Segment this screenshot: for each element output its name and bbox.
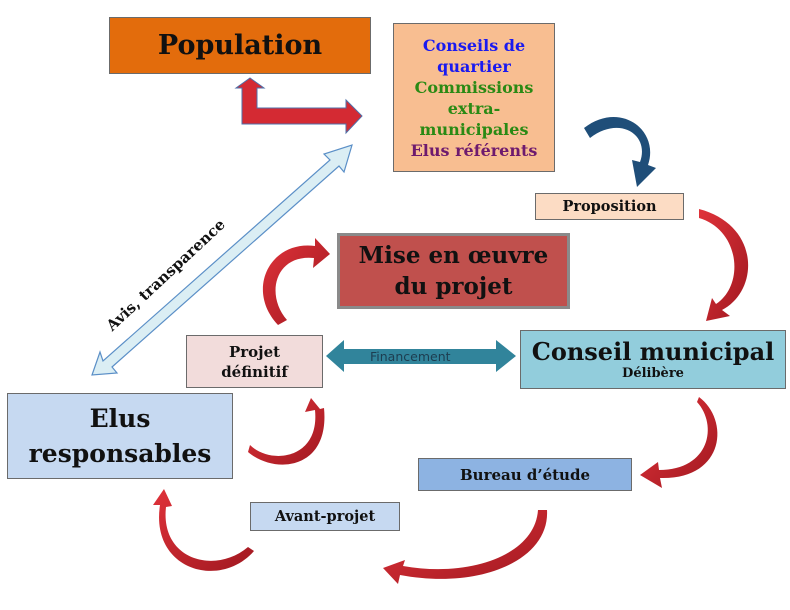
node-elus-responsables: Elus responsables bbox=[7, 393, 233, 479]
curve-arrow-projet-mise bbox=[262, 238, 330, 325]
mise-line-2: du projet bbox=[394, 273, 513, 300]
curve-arrow-bureau-avant bbox=[383, 510, 548, 584]
node-bureau-etude: Bureau d’étude bbox=[418, 458, 632, 491]
elus-line-1: Elus bbox=[89, 404, 151, 433]
conseils-line-2: quartier bbox=[437, 56, 511, 76]
curve-arrow-elus-projet bbox=[248, 398, 325, 465]
node-population: Population bbox=[109, 17, 371, 74]
conseil-mun-subtitle: Délibère bbox=[622, 365, 684, 381]
node-mise-en-oeuvre: Mise en œuvre du projet bbox=[337, 233, 570, 309]
conseils-line-6: Elus référents bbox=[410, 140, 538, 160]
node-proposition-label: Proposition bbox=[562, 198, 657, 215]
double-arrow-financement bbox=[326, 340, 516, 372]
conseil-mun-title: Conseil municipal bbox=[531, 336, 775, 366]
node-conseil-municipal: Conseil municipal Délibère bbox=[520, 330, 786, 389]
node-avant-projet: Avant-projet bbox=[250, 502, 400, 531]
edge-label-financement: Financement bbox=[370, 349, 451, 364]
conseils-line-3: Commissions bbox=[414, 77, 534, 97]
node-bureau-label: Bureau d’étude bbox=[460, 465, 590, 484]
curve-arrow-conseils-proposition bbox=[584, 116, 656, 187]
bent-arrow-population-conseils bbox=[234, 77, 363, 135]
elus-line-2: responsables bbox=[28, 439, 212, 468]
node-proposition: Proposition bbox=[535, 193, 684, 220]
conseils-line-5: municipales bbox=[419, 119, 529, 139]
curve-arrow-avant-elus bbox=[153, 489, 254, 571]
node-population-label: Population bbox=[157, 30, 323, 61]
projet-def-line-1: Projet bbox=[228, 342, 281, 361]
node-avant-label: Avant-projet bbox=[274, 508, 376, 525]
conseils-line-1: Conseils de bbox=[422, 35, 526, 55]
mise-line-1: Mise en œuvre bbox=[358, 242, 549, 269]
double-arrow-avis bbox=[91, 144, 353, 376]
node-projet-definitif: Projet définitif bbox=[186, 335, 323, 388]
node-conseils: Conseils de quartier Commissions extra- … bbox=[393, 23, 555, 172]
curve-arrow-proposition-conseil bbox=[699, 209, 749, 321]
curve-arrow-conseil-bureau bbox=[640, 397, 718, 488]
projet-def-line-2: définitif bbox=[221, 362, 288, 381]
conseils-line-4: extra- bbox=[447, 98, 501, 118]
